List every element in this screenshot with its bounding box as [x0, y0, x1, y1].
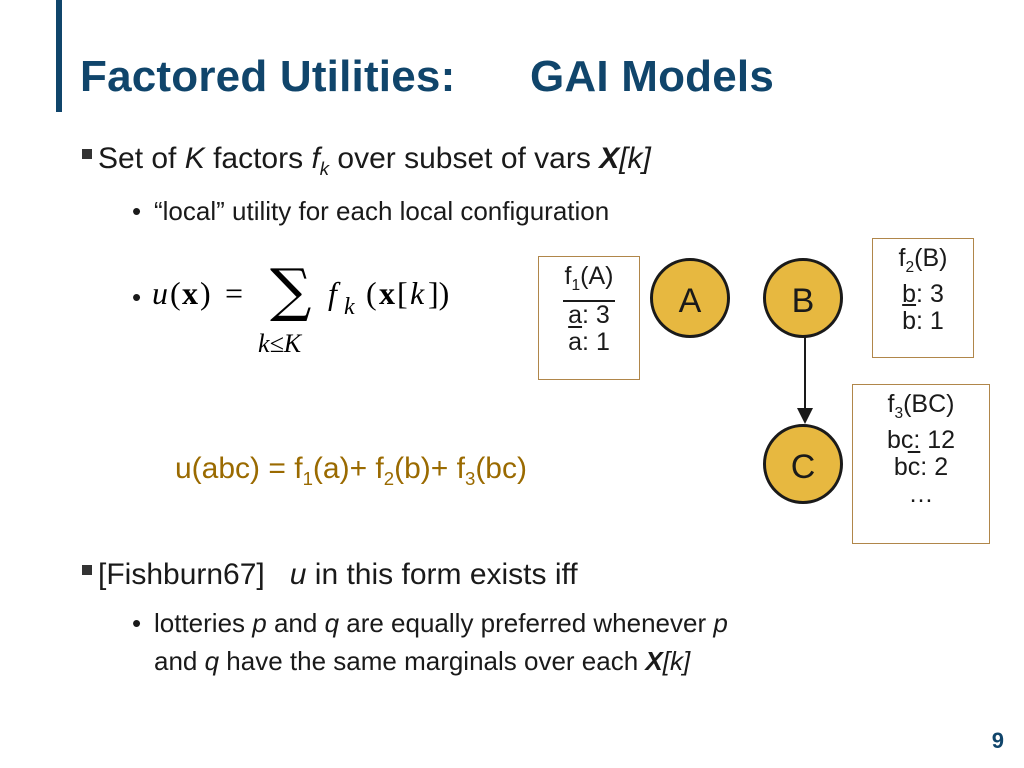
formula-subscript-k: k	[344, 294, 355, 320]
factor-box-f3: f3(BC) bc: 12 bc: 2 …	[852, 384, 990, 544]
node-b: B	[763, 258, 843, 338]
square-bullet-icon	[82, 149, 92, 160]
formula-x: x	[182, 275, 198, 311]
formula-paren-close: )	[200, 275, 211, 311]
f1-row-1: a: 3	[568, 301, 610, 329]
formula-u: u	[152, 275, 168, 311]
formula-sum-limit: k≤K	[258, 329, 303, 358]
formula-equals: =	[225, 275, 243, 311]
node-c: C	[763, 424, 843, 504]
node-a: A	[650, 258, 730, 338]
formula-f: f	[328, 275, 341, 311]
formula-k: k	[410, 275, 425, 311]
f2-row-1: b: 3	[902, 280, 944, 308]
f2-header: f2(B)	[898, 244, 948, 277]
slide-title: Factored Utilities: GAI Models	[80, 52, 775, 101]
title-accent-bar	[56, 0, 62, 112]
formula-bracket-close: ])	[428, 275, 449, 311]
factor-box-f2: f2(B) b: 3 b: 1	[872, 238, 974, 358]
formula-paren-open-2: (	[366, 275, 377, 311]
formula-sum-symbol: ∑	[270, 262, 311, 324]
page-number: 9	[991, 728, 1004, 753]
bullet-dot-icon: •	[132, 196, 142, 226]
f2-row-2: b: 1	[902, 307, 944, 335]
sub-bullet-local-utility: •“local” utility for each local configur…	[132, 196, 610, 226]
bullet-fishburn: [Fishburn67] u in this form exists iff	[82, 558, 578, 592]
arrow-down-icon	[797, 408, 813, 424]
formula-bullet-dot-icon: •	[132, 282, 142, 312]
f3-row-1: bc: 12	[886, 426, 956, 454]
edge-b-to-c	[797, 336, 813, 424]
formula-x-2: x	[379, 275, 395, 311]
f3-row-3: …	[908, 480, 934, 508]
bullet-dot-icon: •	[132, 608, 142, 638]
f1-row-2: a: 1	[568, 328, 610, 356]
factor-box-f1: f1(A) a: 3 a: 1	[538, 256, 640, 380]
utility-decomposition-example: u(abc) = f1(a)+ f2(b)+ f3(bc)	[175, 452, 527, 489]
sub-bullet-lotteries-line-2: and q have the same marginals over each …	[154, 646, 691, 676]
square-bullet-icon	[82, 565, 92, 576]
f1-header: f1(A)	[562, 263, 616, 302]
formula-bracket-open: [	[397, 275, 408, 311]
formula-paren-open: (	[170, 275, 181, 311]
f3-row-2: bc: 2	[893, 453, 949, 481]
bullet-factors: Set of K factors fk over subset of vars …	[82, 142, 651, 180]
utility-formula: u ( x ) = ∑ k≤K f k ( x [ k ])	[152, 262, 449, 358]
f3-header: f3(BC)	[887, 390, 955, 423]
sub-bullet-lotteries: •lotteries p and q are equally preferred…	[132, 608, 728, 638]
